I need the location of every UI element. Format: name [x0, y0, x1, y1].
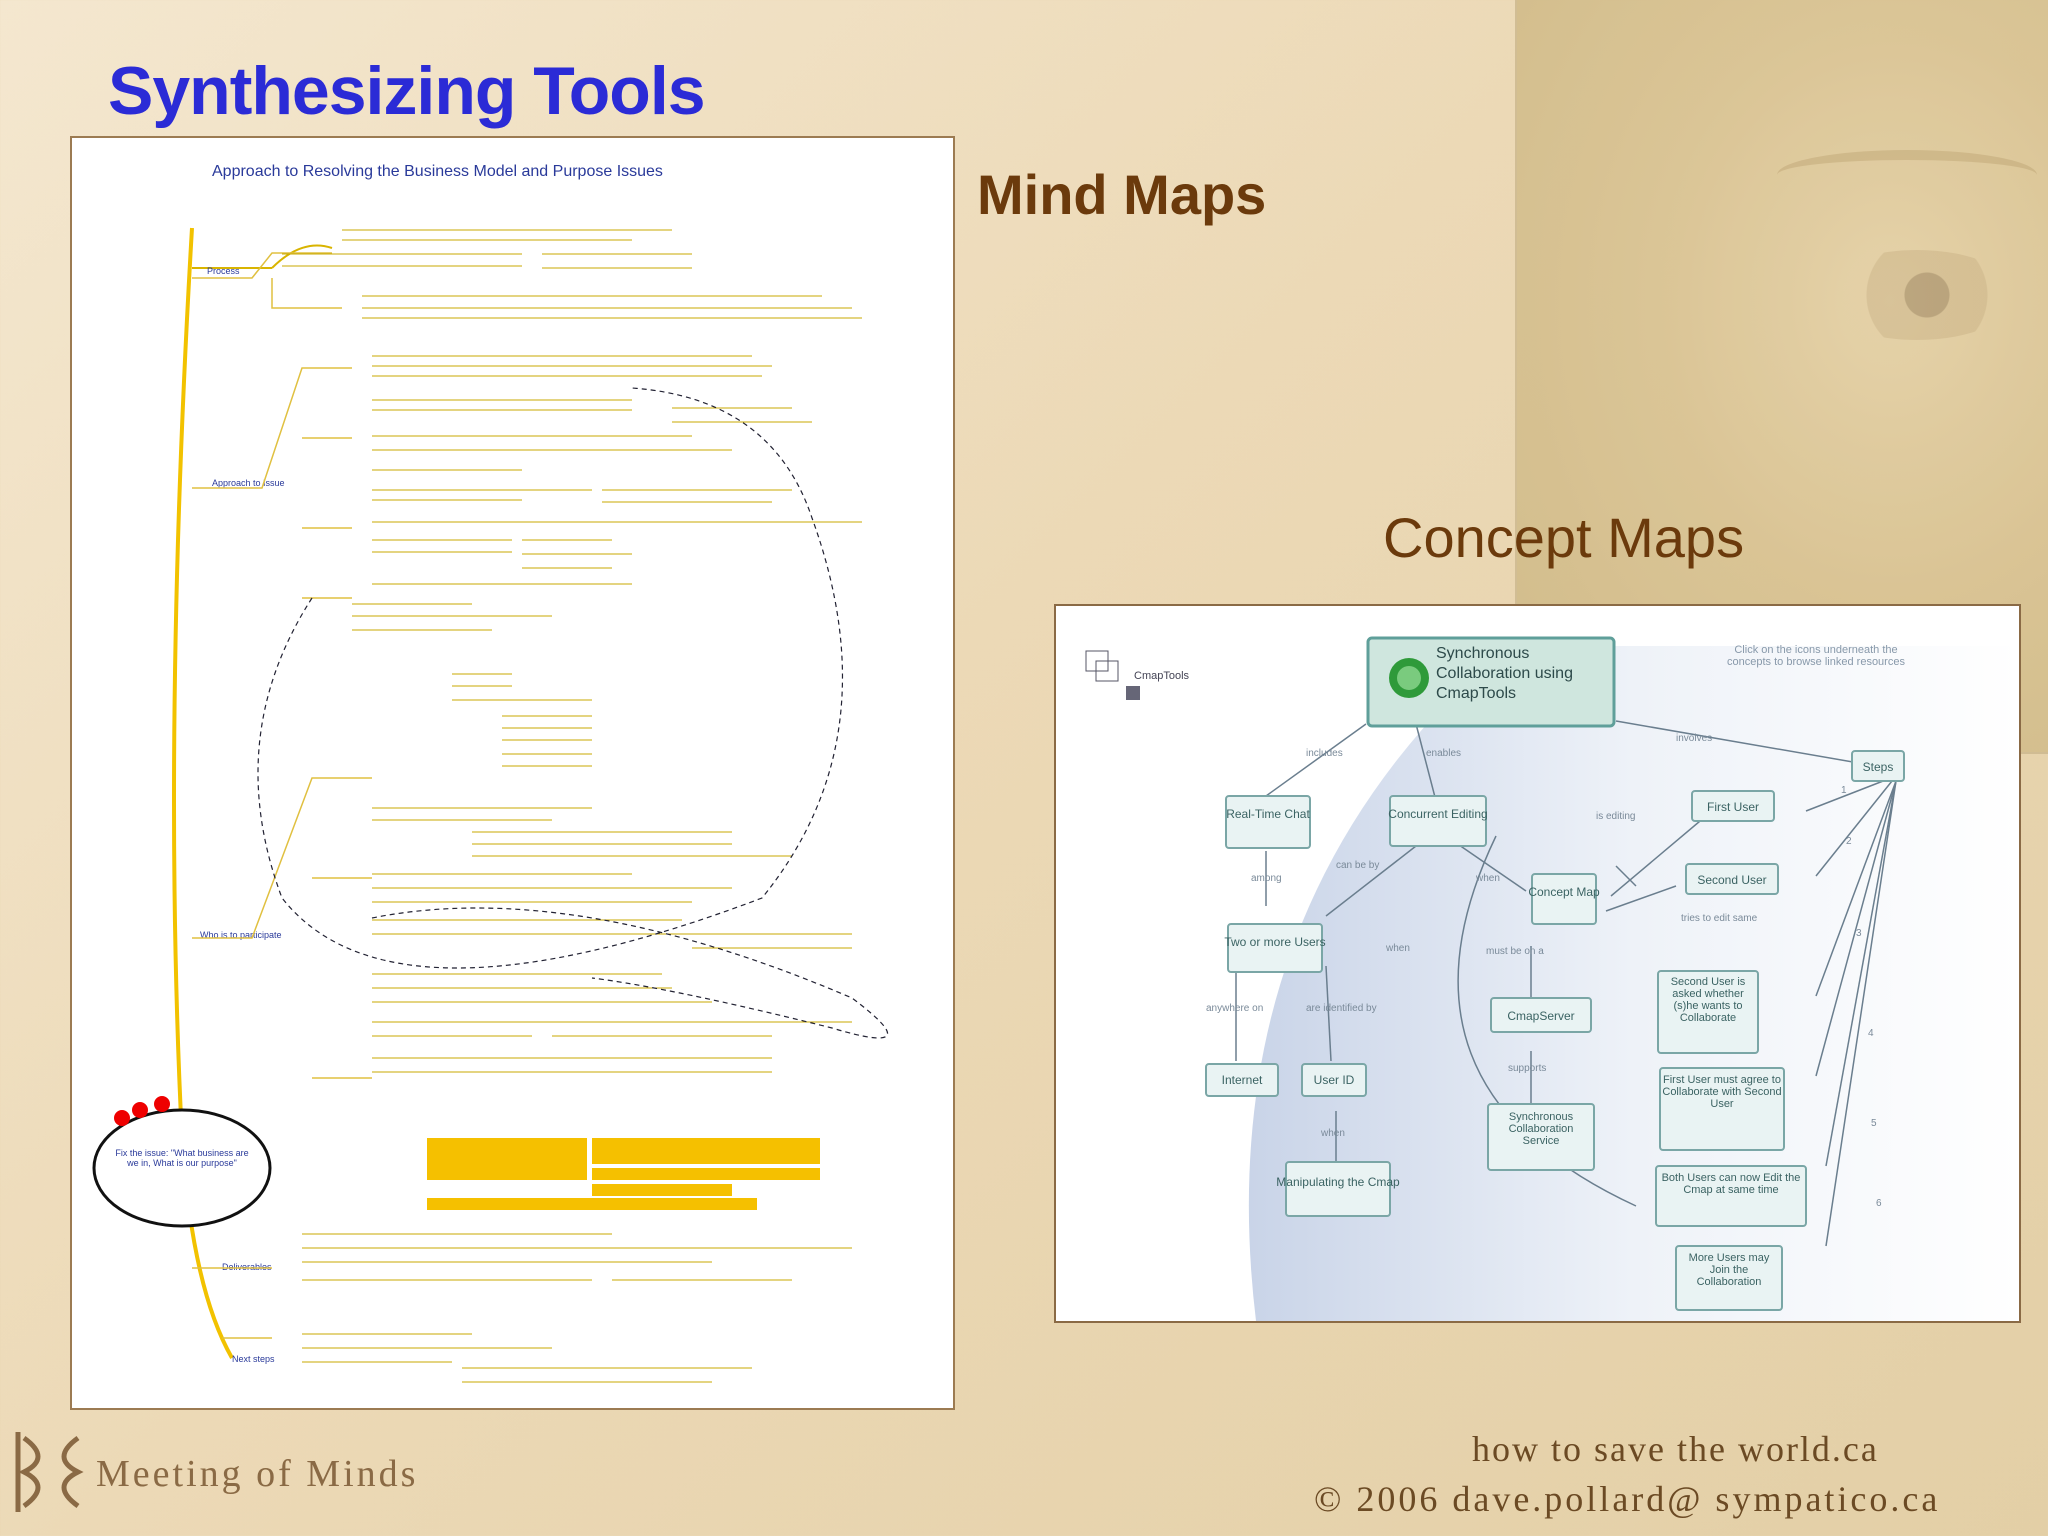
link-is-editing: is editing: [1596, 811, 1635, 822]
step-2: 2: [1846, 836, 1852, 847]
link-are-identified-by: are identified by: [1306, 1003, 1377, 1014]
step-6: 6: [1876, 1198, 1882, 1209]
node-user-id[interactable]: User ID: [1314, 1073, 1355, 1087]
link-among: among: [1251, 873, 1282, 884]
mind-map-image: Approach to Resolving the Business Model…: [70, 136, 955, 1410]
node-real-time-chat[interactable]: Real-Time Chat: [1226, 807, 1310, 821]
footer-org-name: Meeting of Minds: [96, 1453, 419, 1495]
mind-map-heading: Approach to Resolving the Business Model…: [212, 163, 663, 180]
footer-copyright: © 2006 dave.pollard@ sympatico.ca: [1314, 1479, 1941, 1519]
node-internet[interactable]: Internet: [1222, 1073, 1263, 1087]
node-steps[interactable]: Steps: [1863, 760, 1894, 774]
eyebrow-shape: [1777, 150, 2037, 200]
link-supports: supports: [1508, 1063, 1546, 1074]
link-must-be-on: must be on a: [1486, 946, 1544, 957]
step-4: 4: [1868, 1028, 1874, 1039]
node-more-users-join[interactable]: More Users may Join the Collaboration: [1688, 1252, 1770, 1288]
node-cmapserver[interactable]: CmapServer: [1507, 1009, 1574, 1023]
node-first-user-must-agree[interactable]: First User must agree to Collaborate wit…: [1662, 1074, 1782, 1110]
branch-process: Process: [207, 266, 240, 276]
node-second-user[interactable]: Second User: [1697, 873, 1766, 887]
link-when: when: [1475, 873, 1500, 884]
cmaptools-logo: CmapTools: [1085, 650, 1190, 700]
branch-next-steps: Next steps: [232, 1354, 275, 1364]
link-when-2: when: [1320, 1128, 1345, 1139]
footer-url[interactable]: how to save the world.ca: [1472, 1429, 1879, 1469]
node-manipulating-cmap[interactable]: Manipulating the Cmap: [1276, 1175, 1400, 1189]
mind-map-svg: Approach to Resolving the Business Model…: [92, 163, 889, 1383]
step-3: 3: [1856, 928, 1862, 939]
concept-map-image: CmapTools Click on the icons underneath …: [1054, 604, 2021, 1323]
center-node-text: Fix the issue: "What business are we in,…: [115, 1148, 249, 1168]
node-two-or-more-users[interactable]: Two or more Users: [1224, 935, 1325, 949]
meeting-of-minds-logo-icon: [15, 1432, 84, 1512]
link-when-3: when: [1385, 943, 1410, 954]
link-involves: involves: [1676, 733, 1712, 744]
step-1: 1: [1841, 785, 1847, 796]
node-first-user[interactable]: First User: [1707, 800, 1759, 814]
link-enables: enables: [1426, 748, 1461, 759]
node-concept-map[interactable]: Concept Map: [1528, 885, 1600, 899]
slide-title: Synthesizing Tools: [108, 53, 706, 129]
cmaptools-logo-text: CmapTools: [1134, 670, 1190, 682]
branch-deliverables: Deliverables: [222, 1262, 272, 1272]
branch-approach: Approach to Issue: [212, 478, 285, 488]
concept-maps-label: Concept Maps: [1383, 506, 1745, 569]
node-sync-collab-service[interactable]: Synchronous Collaboration Service: [1508, 1111, 1574, 1147]
step-5: 5: [1871, 1118, 1877, 1129]
node-second-user-asked[interactable]: Second User is asked whether (s)he wants…: [1670, 976, 1746, 1024]
link-includes: includes: [1306, 748, 1343, 759]
eye-shape: [1817, 250, 2017, 340]
link-can-be-by: can be by: [1336, 860, 1379, 871]
mind-maps-label: Mind Maps: [977, 163, 1267, 226]
title-node-text: Synchronous Collaboration using CmapTool…: [1436, 645, 1573, 702]
link-tries-to-edit: tries to edit same: [1681, 913, 1758, 924]
node-both-users-edit[interactable]: Both Users can now Edit the Cmap at same…: [1661, 1172, 1801, 1196]
branch-who-participates: Who is to participate: [200, 930, 282, 940]
link-anywhere-on: anywhere on: [1206, 1003, 1263, 1014]
node-concurrent-editing[interactable]: Concurrent Editing: [1388, 807, 1487, 821]
concept-map-hint: Click on the icons underneath the concep…: [1727, 644, 1905, 668]
title-node[interactable]: Synchronous Collaboration using CmapTool…: [1366, 636, 1616, 728]
concept-map-svg: CmapTools Click on the icons underneath …: [1085, 636, 2019, 1321]
